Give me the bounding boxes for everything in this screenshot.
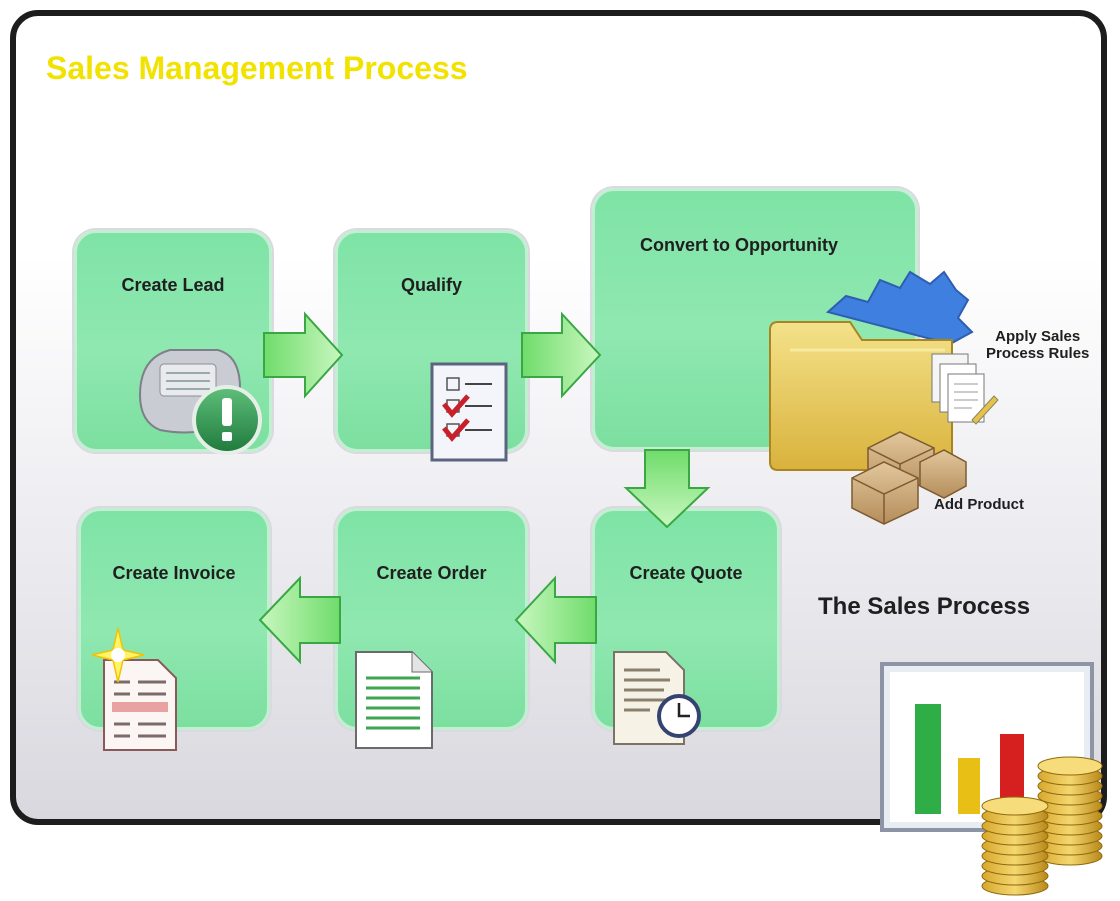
arrow-qualify-to-convert [521,311,602,399]
step-label-qualify: Qualify [400,275,462,295]
document-clock-icon [613,651,701,745]
document-icon [355,651,433,749]
step-label-create-invoice: Create Invoice [112,563,236,583]
arrow-convert-to-quote [623,449,711,529]
step-label-create-order: Create Order [376,563,487,583]
coin-stack-back [1037,756,1103,866]
apply-sales-process-rules-label: Apply Sales Process Rules [986,328,1089,362]
folder-gear-icon [769,270,999,471]
step-label-convert: Convert to Opportunity [640,235,838,255]
diagram-subtitle: The Sales Process [818,593,1031,620]
arrow-quote-to-order [514,575,597,665]
arrow-order-to-invoice [258,575,341,665]
checklist-icon [430,362,508,462]
rules-line-1: Apply Sales [995,328,1081,345]
step-label-create-lead: Create Lead [121,275,225,295]
arrow-lead-to-qualify [263,311,344,399]
phone-alert-icon [138,349,262,455]
product-boxes-icon [851,431,967,525]
rules-line-2: Process Rules [986,345,1090,362]
invoice-star-icon [91,627,177,751]
add-product-label: Add Product [934,496,1024,513]
diagram-title: Sales Management Process [46,50,468,86]
bar-chart-coins-icon [880,662,1103,896]
step-label-create-quote: Create Quote [629,563,743,583]
coin-stack-front [981,796,1049,896]
